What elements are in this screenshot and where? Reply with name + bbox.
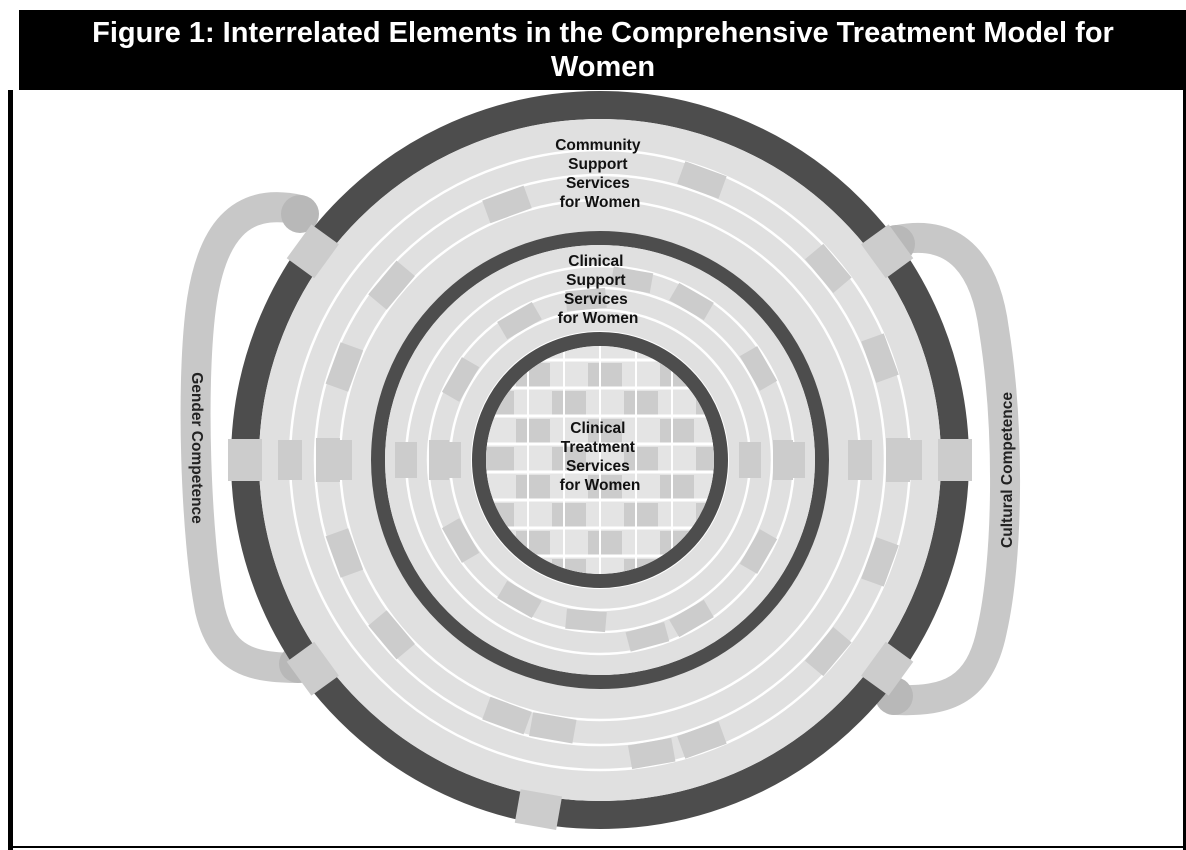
weave-tab (861, 641, 914, 696)
weave-block (588, 531, 622, 555)
weave-tab (482, 185, 532, 224)
weave-tab (497, 301, 542, 340)
community-support-label: Community Support Services for Women (555, 137, 645, 211)
clinical-treatment-label-line-3: Services (566, 458, 630, 475)
weave-tab (514, 789, 563, 830)
weave-tab (739, 442, 761, 478)
community-label-line-3: Services (566, 175, 630, 192)
weave-tab (804, 627, 852, 677)
weave-tab (565, 287, 607, 312)
weave-tab (328, 440, 352, 480)
weave-tab (804, 243, 852, 293)
weave-tab (783, 442, 805, 478)
weave-block (660, 419, 694, 443)
weave-block (588, 475, 622, 499)
weave-tab (861, 224, 914, 279)
title-accent-bar (10, 10, 22, 90)
clinical-support-label: Clinical Support Services for Women (558, 253, 639, 327)
weave-tab (278, 440, 302, 480)
weave-tab (610, 266, 654, 294)
weave-tab (938, 439, 972, 481)
middle-dark-ring (371, 231, 829, 689)
clinical-support-label-line-3: Services (564, 291, 628, 308)
weave-tab (368, 610, 415, 660)
clinical-treatment-label-line-1: Clinical (570, 420, 625, 437)
weave-block (516, 419, 550, 443)
weave-tabs (228, 161, 972, 830)
clinical-treatment-label: Clinical Treatment Services for Women (560, 420, 641, 494)
weave-tab (439, 442, 461, 478)
community-label-line-1: Community (555, 137, 641, 154)
weave-block (624, 503, 658, 527)
weave-tab (861, 537, 899, 587)
figure-title-bar: Figure 1: Interrelated Elements in the C… (10, 10, 1186, 90)
weave-tab (669, 599, 714, 638)
weave-block (588, 419, 622, 443)
bottom-border-rule (8, 846, 1186, 848)
inner-dark-ring (472, 332, 728, 588)
weave-tab (441, 357, 480, 402)
weave-block (624, 447, 658, 471)
figure-title: Figure 1: Interrelated Elements in the C… (92, 17, 1114, 83)
weave-block (552, 503, 586, 527)
weave-block (624, 391, 658, 415)
weave-tab (677, 161, 727, 199)
weave-tab (325, 528, 364, 578)
weave-tab (739, 529, 778, 574)
weave-tab (368, 260, 415, 310)
clinical-support-label-line-2: Support (566, 272, 625, 289)
weave-block (588, 363, 622, 387)
weave-tab (848, 440, 872, 480)
clinical-support-label-line-1: Clinical (568, 253, 623, 270)
community-label-line-4: for Women (560, 194, 641, 211)
weave-tab (677, 721, 727, 759)
weave-tab (441, 518, 480, 563)
weave-block (486, 447, 514, 471)
right-border-rule (1183, 90, 1186, 850)
clinical-treatment-label-line-4: for Women (560, 477, 641, 494)
weave-tab (286, 224, 339, 279)
weave-tab (669, 282, 714, 321)
weave-tab (286, 641, 339, 696)
weave-tab (325, 342, 364, 392)
weave-block (552, 447, 586, 471)
weave-tab (497, 580, 542, 619)
weave-tab (228, 439, 262, 481)
left-border-rule (8, 90, 13, 850)
weave-tab (627, 737, 676, 770)
clinical-support-label-line-4: for Women (558, 310, 639, 327)
cultural-competence-label: Cultural Competence (999, 392, 1016, 548)
weave-block (516, 475, 550, 499)
weave-tab (482, 696, 532, 735)
weave-tab (529, 712, 577, 744)
cultural-competence-loop (881, 222, 1021, 716)
weave-tab (565, 608, 607, 633)
weave-tab (898, 440, 922, 480)
clinical-treatment-label-line-2: Treatment (561, 439, 635, 456)
weave-tab (395, 442, 417, 478)
weave-tab (739, 346, 778, 391)
loop-joint-top-left (281, 195, 319, 233)
weave-block (696, 447, 714, 471)
weave-block (552, 391, 586, 415)
weave-block (660, 475, 694, 499)
community-label-line-2: Support (568, 156, 627, 173)
weave-tab (861, 333, 899, 383)
gender-competence-loop (180, 192, 315, 683)
gender-competence-label: Gender Competence (188, 372, 205, 524)
